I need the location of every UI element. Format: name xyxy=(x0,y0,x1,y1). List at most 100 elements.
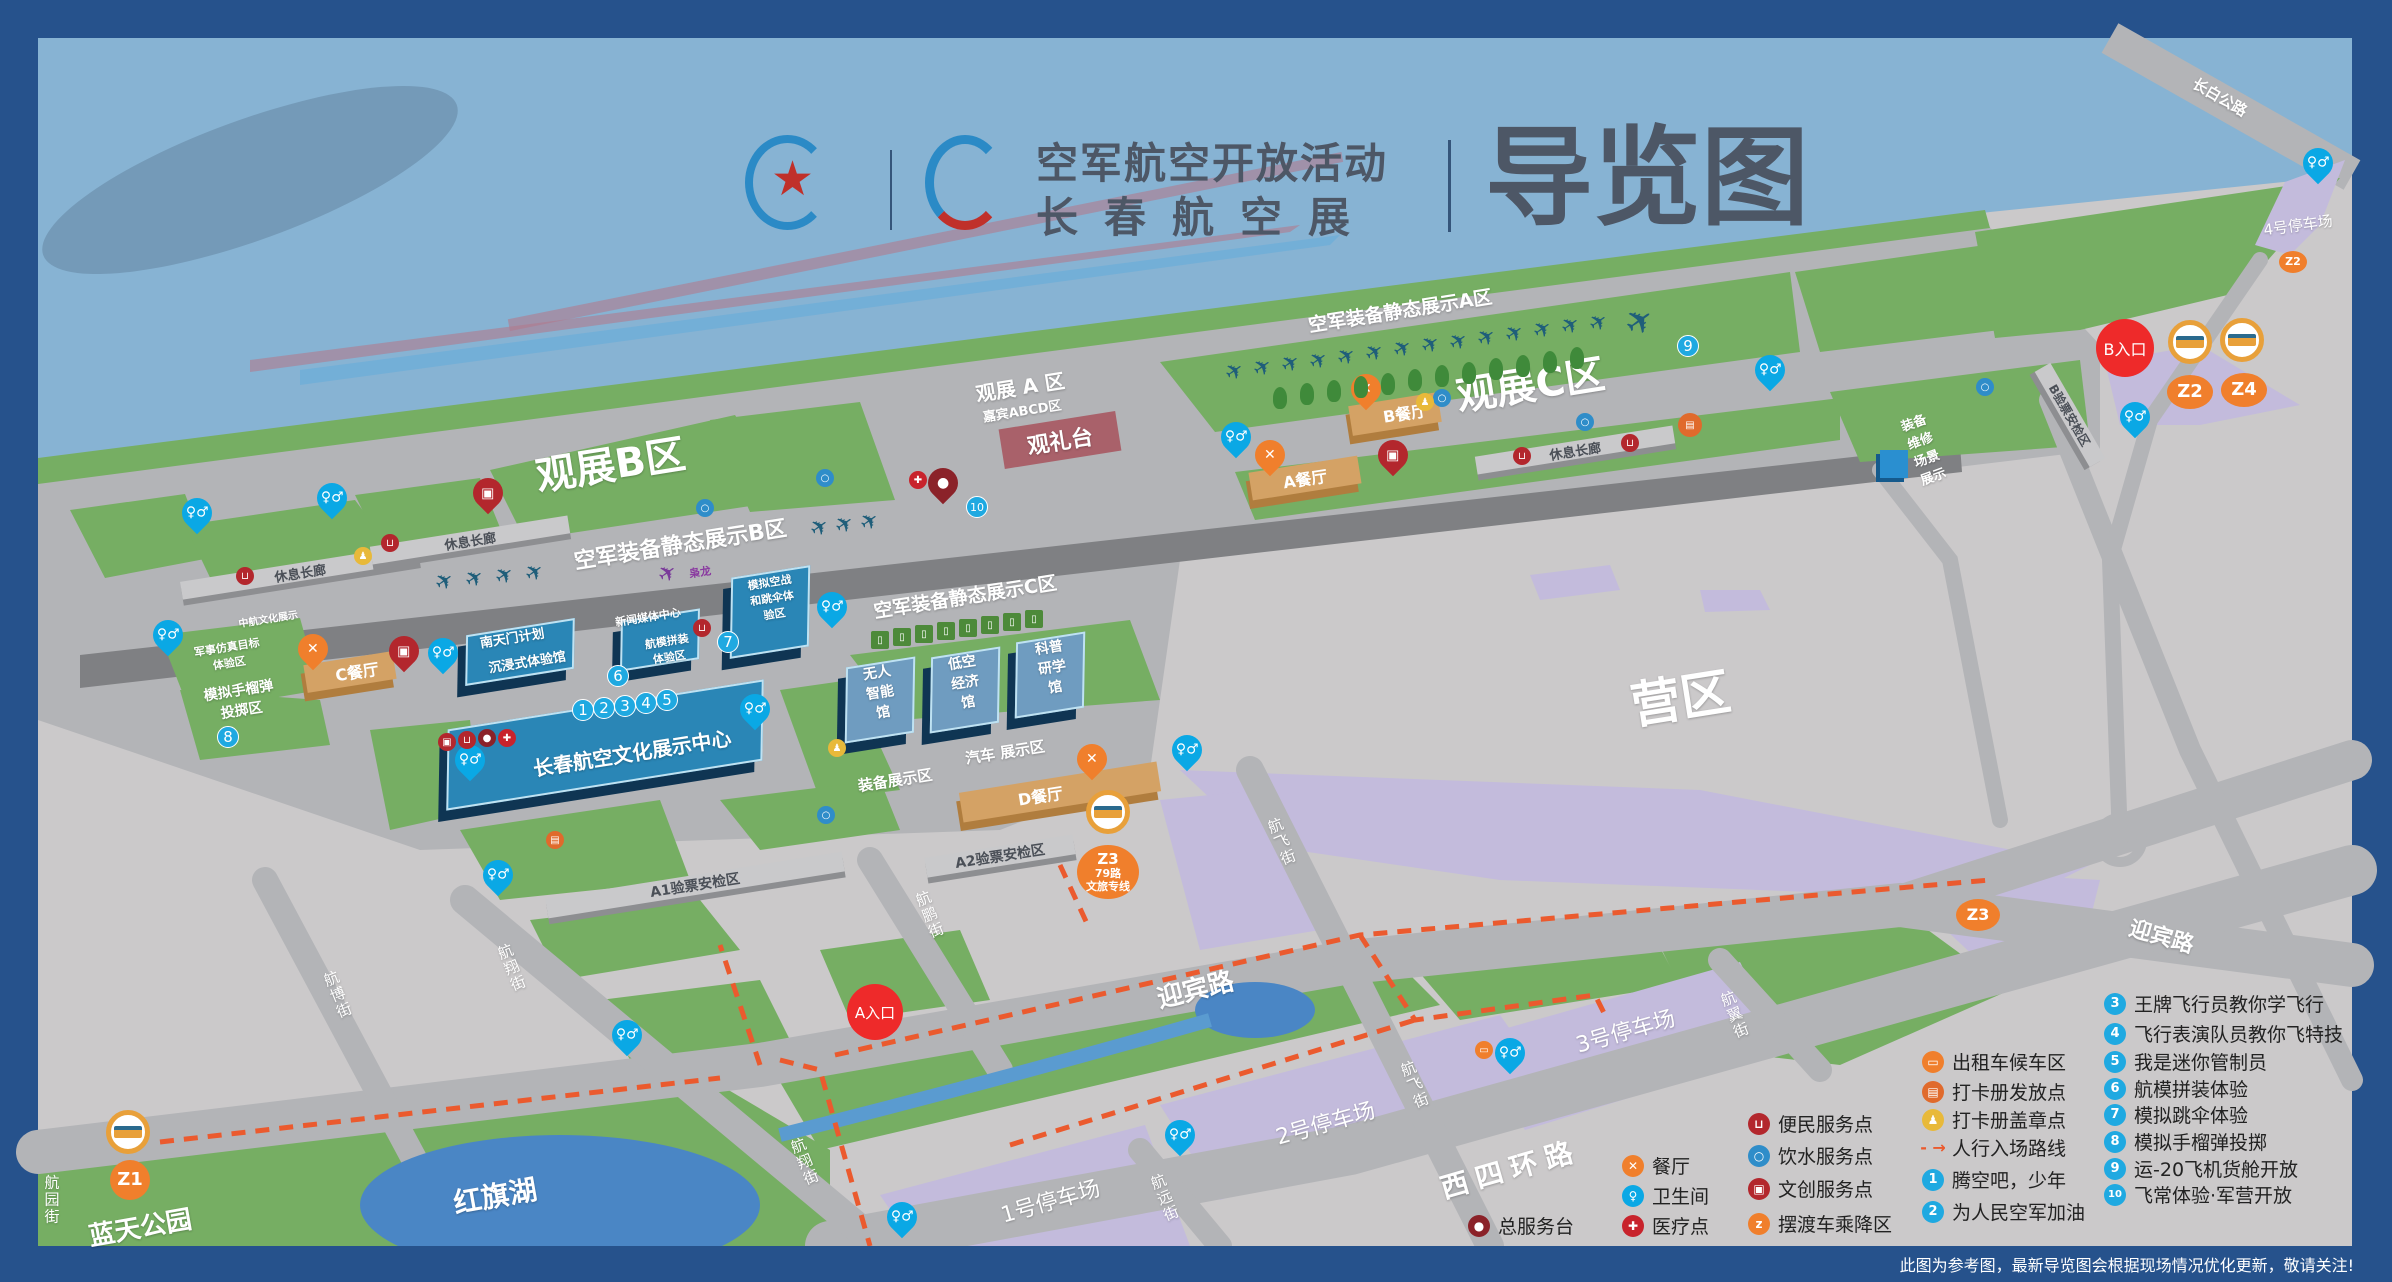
divider xyxy=(890,150,892,230)
shuttle-icon: z xyxy=(1748,1212,1770,1235)
taxi-icon[interactable]: ▭ xyxy=(1475,1041,1493,1059)
shop-icon[interactable]: ⊔ xyxy=(1513,447,1531,465)
medical-icon[interactable]: ✚ xyxy=(498,729,516,747)
title-line1: 空军航空开放活动 xyxy=(1036,139,1389,188)
entry-a[interactable]: A入口 xyxy=(847,984,903,1040)
aircraft-display-icon: ▯ xyxy=(893,628,911,646)
activity-marker-7[interactable]: 7 xyxy=(717,631,739,653)
legend-label: 打卡册盖章点 xyxy=(1952,1110,2067,1132)
shop-icon: ⊔ xyxy=(1748,1112,1770,1135)
tree-icon xyxy=(1327,379,1341,402)
number-badge-icon: 6 xyxy=(2104,1077,2126,1100)
activity-marker-10[interactable]: 10 xyxy=(966,496,988,518)
shuttle-z3-79[interactable]: Z3 79路 文旅专线 xyxy=(1077,845,1139,899)
service-desk-icon[interactable]: ● xyxy=(478,729,496,747)
water-icon[interactable]: ○ xyxy=(816,469,834,487)
medical-icon: ✚ xyxy=(1622,1214,1644,1237)
gift-icon[interactable]: ▣ xyxy=(438,733,456,751)
activity-marker-8[interactable]: 8 xyxy=(217,726,239,748)
legend-label: 飞行表演队员教你飞特技 xyxy=(2134,1024,2344,1046)
street-hangyuan2: 航园街 xyxy=(42,1174,61,1226)
activity-marker-3[interactable]: 3 xyxy=(614,695,636,717)
water-icon[interactable]: ○ xyxy=(696,499,714,517)
tree-icon xyxy=(1462,361,1476,384)
legend-label: 王牌飞行员教你学飞行 xyxy=(2134,994,2325,1016)
star-icon: ★ xyxy=(771,151,815,207)
activity-marker-5[interactable]: 5 xyxy=(656,689,678,711)
shop-icon[interactable]: ⊔ xyxy=(381,534,399,552)
number-badge-icon: 9 xyxy=(2104,1157,2126,1180)
stamp-book-icon[interactable]: ▤ xyxy=(546,831,564,849)
taxi-icon: ▭ xyxy=(1922,1050,1944,1073)
legend-medical: ✚医疗点 xyxy=(1622,1212,1709,1239)
stamp-icon[interactable]: ♟ xyxy=(828,739,846,757)
aircraft-display-icon: ▯ xyxy=(937,622,955,640)
number-badge-icon: 7 xyxy=(2104,1103,2126,1126)
stamp-icon[interactable]: ♟ xyxy=(1416,393,1434,411)
aircraft-display-icon: ▯ xyxy=(1003,613,1021,631)
stamp-book-icon[interactable]: ▤ xyxy=(1678,413,1702,437)
shuttle-z3-label: Z3 xyxy=(1097,849,1119,868)
tree-icon xyxy=(1570,347,1584,370)
shop-icon[interactable]: ⊔ xyxy=(458,731,476,749)
number-badge-icon: 2 xyxy=(1922,1200,1944,1223)
shop-icon[interactable]: ⊔ xyxy=(693,619,711,637)
legend-toilet: ♀卫生间 xyxy=(1622,1182,1709,1209)
legend-label: 饮水服务点 xyxy=(1778,1146,1874,1168)
tree-icon xyxy=(1408,369,1422,391)
aircraft-display-icon: ▯ xyxy=(981,616,999,634)
number-badge-icon: 3 xyxy=(2104,992,2126,1015)
legend-restaurant: ✕餐厅 xyxy=(1622,1152,1690,1179)
title-line2: 长春航空展 xyxy=(1036,193,1377,242)
legend-label: 模拟手榴弹投掷 xyxy=(2134,1132,2268,1154)
legend-label: 我是迷你管制员 xyxy=(2134,1052,2268,1074)
legend-label: 摆渡车乘降区 xyxy=(1778,1214,1893,1236)
legend-activity-8: 8 模拟手榴弹投掷 xyxy=(2104,1128,2267,1155)
tree-icon xyxy=(1300,383,1314,406)
number-badge-icon: 10 xyxy=(2104,1183,2126,1206)
bus-stop-icon xyxy=(2220,318,2264,362)
shop-icon[interactable]: ⊔ xyxy=(1621,434,1639,452)
activity-marker-2[interactable]: 2 xyxy=(593,697,615,719)
shop-icon[interactable]: ⊔ xyxy=(236,567,254,585)
medical-icon[interactable]: ✚ xyxy=(909,471,927,489)
activity-marker-9[interactable]: 9 xyxy=(1677,335,1699,357)
stamp-icon: ♟ xyxy=(1922,1108,1944,1131)
activity-marker-4[interactable]: 4 xyxy=(635,692,657,714)
shuttle-z1[interactable]: Z1 xyxy=(110,1160,150,1200)
legend-shop: ⊔ 便民服务点 xyxy=(1748,1110,1873,1137)
number-badge-icon: 8 xyxy=(2104,1130,2126,1153)
page-title: 导览图 xyxy=(1485,116,1810,241)
legend-route: - →人行入场路线 xyxy=(1920,1134,2066,1161)
route-arrow-icon: - → xyxy=(1920,1138,1946,1157)
entry-b[interactable]: B入口 xyxy=(2096,319,2154,377)
toilet-icon: ♀ xyxy=(1622,1184,1644,1207)
water-icon[interactable]: ○ xyxy=(1433,389,1451,407)
airshow-logo xyxy=(925,135,1005,230)
legend-label: 便民服务点 xyxy=(1778,1114,1874,1136)
legend-label: 打卡册发放点 xyxy=(1952,1082,2067,1104)
legend-label: 总服务台 xyxy=(1498,1216,1575,1238)
shuttle-z2[interactable]: Z2 xyxy=(2167,375,2213,409)
water-icon[interactable]: ○ xyxy=(1576,413,1594,431)
water-icon[interactable]: ○ xyxy=(1976,378,1994,396)
zone-xiaolong: 枭龙 xyxy=(688,564,712,581)
activity-marker-1[interactable]: 1 xyxy=(572,699,594,721)
water-icon[interactable]: ○ xyxy=(817,806,835,824)
stamp-icon[interactable]: ♟ xyxy=(354,547,372,565)
legend-activity-9: 9 运-20飞机货舱开放 xyxy=(2104,1155,2298,1182)
shuttle-z4[interactable]: Z4 xyxy=(2221,373,2267,407)
tree-icon xyxy=(1543,351,1557,373)
legend-label: 模拟跳伞体验 xyxy=(2134,1105,2249,1127)
aircombat-label: 模拟空战和跳伞体验区 xyxy=(746,572,795,623)
activity-marker-6[interactable]: 6 xyxy=(607,665,629,687)
shuttle-z2-small[interactable]: Z2 xyxy=(2279,251,2307,273)
legend-label: 运-20飞机货舱开放 xyxy=(2134,1159,2299,1181)
legend-taxi: ▭出租车候车区 xyxy=(1922,1048,2066,1075)
tree-icon xyxy=(1516,354,1530,377)
shuttle-z3[interactable]: Z3 xyxy=(1956,899,2000,931)
legend-label: 飞常体验·军营开放 xyxy=(2134,1185,2293,1207)
restaurant-icon: ✕ xyxy=(1622,1154,1644,1177)
